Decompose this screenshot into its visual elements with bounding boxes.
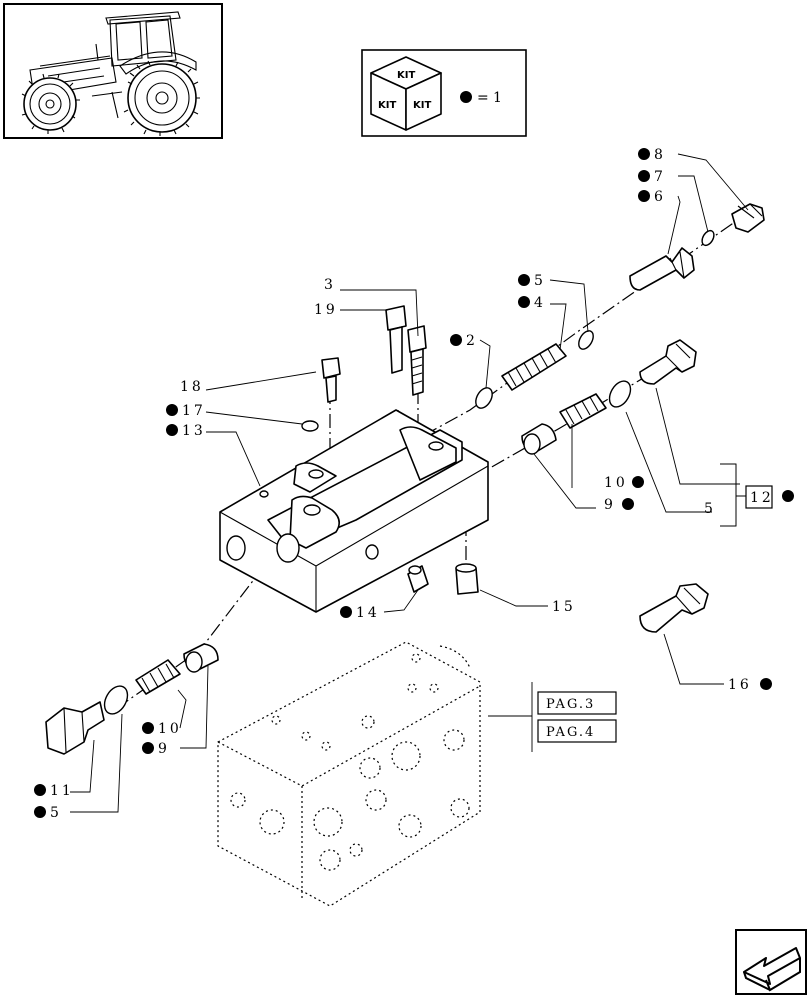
callout-12-box xyxy=(745,485,773,509)
callout-17[interactable]: 17 xyxy=(182,403,206,419)
part-10-spring-right[interactable] xyxy=(559,393,607,429)
part-13-valve-body[interactable] xyxy=(219,409,489,613)
svg-text:PAG.4[interactable]: PAG.4 xyxy=(546,725,595,740)
callout-18[interactable]: 18 xyxy=(180,379,204,395)
kit-label-right: KIT xyxy=(413,100,431,111)
callout-5-upper[interactable]: 5 xyxy=(534,273,546,289)
callout-9-right[interactable]: 9 xyxy=(604,497,616,513)
part-8-cap[interactable] xyxy=(731,203,765,233)
callout-14[interactable]: 14 xyxy=(356,605,380,621)
callout-10-lower[interactable]: 10 xyxy=(158,721,182,737)
leader-lines xyxy=(70,153,749,813)
part-5-o-ring-upper[interactable] xyxy=(576,328,596,351)
part-17-o-ring[interactable] xyxy=(301,420,319,432)
page-reference-pag4[interactable]: PAG.4 xyxy=(537,719,617,743)
kit-quantity: 1 xyxy=(493,90,505,106)
bullet-icon xyxy=(460,91,472,103)
part-4-spring-upper[interactable] xyxy=(501,343,567,391)
part-6-fitting[interactable] xyxy=(629,247,695,291)
part-5-o-ring-right[interactable] xyxy=(605,377,635,410)
part-9-sleeve-lower[interactable] xyxy=(183,643,219,673)
callout-bullets xyxy=(34,148,794,818)
callout-13[interactable]: 13 xyxy=(182,423,206,439)
part-15-plug[interactable] xyxy=(455,563,479,595)
part-19-bolt[interactable] xyxy=(385,305,407,374)
tractor-thumbnail[interactable] xyxy=(3,3,223,139)
kit-legend: KIT KIT KIT = 1 xyxy=(361,49,527,137)
part-9-sleeve-right[interactable] xyxy=(521,423,557,455)
part-18-screw[interactable] xyxy=(321,357,341,403)
callout-9-lower[interactable]: 9 xyxy=(158,741,170,757)
callout-19[interactable]: 19 xyxy=(314,302,338,318)
part-10-spring-lower[interactable] xyxy=(135,659,181,695)
callout-6[interactable]: 6 xyxy=(654,189,666,205)
callout-11[interactable]: 11 xyxy=(50,783,74,799)
part-3-bolt[interactable] xyxy=(407,325,427,396)
group-bracket xyxy=(720,463,746,527)
kit-equals: = xyxy=(477,90,492,106)
kit-label-top: KIT xyxy=(397,70,415,81)
part-5-o-ring-lower[interactable] xyxy=(100,682,132,718)
callout-4[interactable]: 4 xyxy=(534,295,546,311)
page-reference-pag3[interactable]: PAG.3 xyxy=(537,691,617,715)
arrow-back-icon xyxy=(743,947,801,992)
callout-3[interactable]: 3 xyxy=(324,277,336,293)
nav-back-button[interactable] xyxy=(735,929,807,995)
callout-2[interactable]: 2 xyxy=(466,333,478,349)
callout-5-lower[interactable]: 5 xyxy=(50,805,62,821)
callout-12[interactable]: 12 xyxy=(750,490,774,506)
callout-5-right[interactable]: 5 xyxy=(704,501,716,517)
part-2-washer[interactable] xyxy=(472,385,495,411)
callout-8[interactable]: 8 xyxy=(654,147,666,163)
part-12-fitting[interactable] xyxy=(639,339,697,385)
callout-15[interactable]: 15 xyxy=(552,599,576,615)
callout-labels: 8 7 6 5 4 2 3 19 18 17 13 10 9 5 12 14 1… xyxy=(50,147,774,821)
part-11-plug[interactable] xyxy=(45,701,105,755)
svg-text:PAG.3[interactable]: PAG.3 xyxy=(546,697,595,712)
part-7-o-ring[interactable] xyxy=(700,229,717,248)
callout-16[interactable]: 16 xyxy=(728,677,752,693)
callout-10-right[interactable]: 10 xyxy=(604,475,628,491)
callout-7[interactable]: 7 xyxy=(654,169,666,185)
reference-valve-block xyxy=(217,641,481,907)
kit-cube-icon xyxy=(370,56,442,131)
part-14-screw[interactable] xyxy=(407,565,429,593)
part-16-fitting[interactable] xyxy=(639,583,709,633)
kit-label-left: KIT xyxy=(378,100,396,111)
